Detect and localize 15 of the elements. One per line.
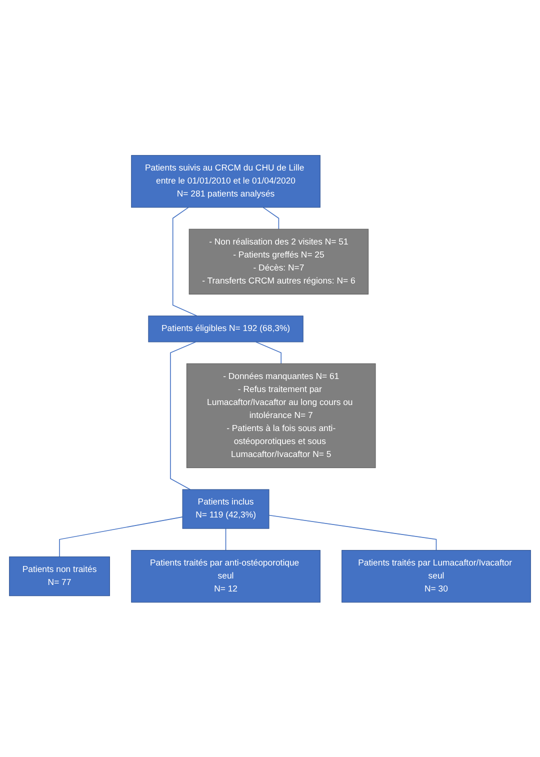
- node-box: - Non réalisation des 2 visites N= 51 - Patients greffés N= 25 - Décès: N=7 - Transferts CRCM autres régions: N= 6: [188, 228, 369, 294]
- connector: [59, 516, 183, 557]
- node-box: Patients inclus N= 119 (42,3%): [182, 488, 270, 528]
- connector: [262, 206, 280, 230]
- node-box: Patients traités par anti-ostéoporotique seul N= 12: [131, 550, 320, 602]
- node-box: - Données manquantes N= 61 - Refus traitement par Lumacaftor/Ivacaftor au long cours ou intolérance N= 7 - Patients à la fois sous anti-ostéoporotiques et sous Lumacaftor/Ivacaftor N= 5: [186, 363, 376, 468]
- connector: [172, 206, 198, 316]
- node-box: Patients éligibles N= 192 (68,3%): [148, 315, 304, 342]
- connector: [268, 514, 437, 550]
- connector: [225, 528, 226, 550]
- connector: [256, 341, 282, 364]
- connector: [170, 341, 196, 490]
- node-box: Patients traités par Lumacaftor/Ivacaftor seul N= 30: [342, 550, 531, 602]
- node-box: Patients non traités N= 77: [9, 556, 110, 596]
- node-box: Patients suivis au CRCM du CHU de Lille entre le 01/01/2010 et le 01/04/2020 N= 281 patients analysés: [131, 154, 320, 208]
